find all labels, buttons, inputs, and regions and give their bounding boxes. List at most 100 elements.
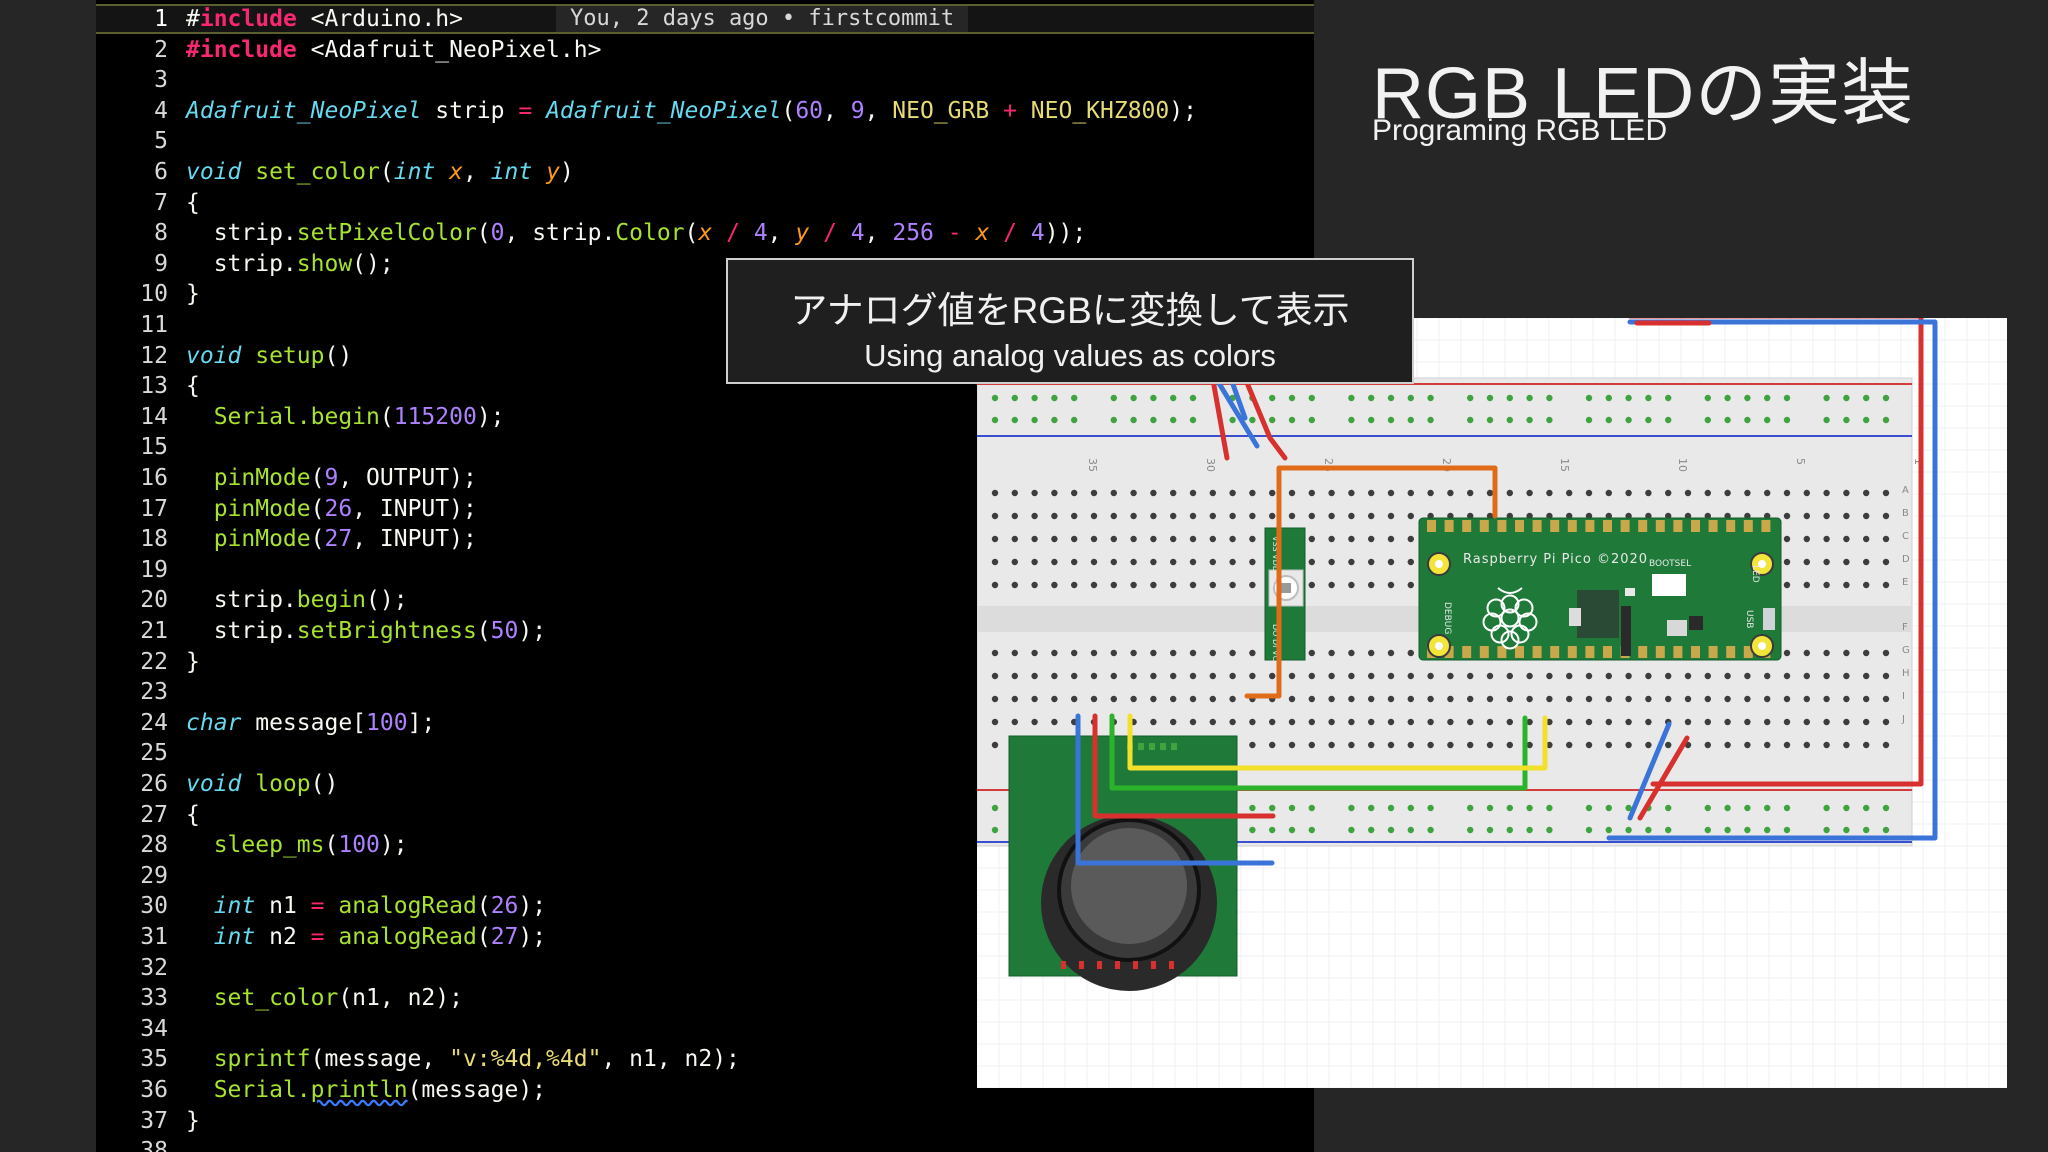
- code-line[interactable]: 10}: [96, 279, 200, 310]
- hole: [1526, 741, 1533, 749]
- hole: [1744, 741, 1751, 749]
- code-line[interactable]: 15: [96, 432, 186, 463]
- code-line[interactable]: 8 strip.setPixelColor(0, strip.Color(x /…: [96, 218, 1086, 249]
- hole: [1368, 535, 1375, 543]
- code-line[interactable]: 32: [96, 953, 186, 984]
- code-line[interactable]: 25: [96, 738, 186, 769]
- hole: [1229, 695, 1236, 703]
- hole: [1407, 695, 1414, 703]
- code-line[interactable]: 38: [96, 1136, 186, 1152]
- hole: [1823, 718, 1830, 726]
- hole: [1328, 581, 1335, 589]
- code-line[interactable]: 28 sleep_ms(100);: [96, 830, 407, 861]
- code-line[interactable]: 29: [96, 861, 186, 892]
- code-token: setPixelColor: [296, 220, 477, 247]
- hole: [1031, 718, 1038, 726]
- code-line[interactable]: 9 strip.show();: [96, 249, 394, 280]
- code-line[interactable]: 21 strip.setBrightness(50);: [96, 616, 546, 647]
- code-line[interactable]: 27{: [96, 800, 200, 831]
- code-token: (: [476, 220, 491, 247]
- hole: [1288, 826, 1296, 834]
- code-line[interactable]: 36 Serial.println(message);: [96, 1075, 546, 1106]
- code-line[interactable]: 17 pinMode(26, INPUT);: [96, 494, 477, 525]
- hole: [1882, 558, 1890, 566]
- hole: [1823, 672, 1830, 680]
- code-line[interactable]: 5: [96, 126, 186, 157]
- code-line[interactable]: 3: [96, 65, 186, 96]
- code-line[interactable]: 7{: [96, 188, 200, 219]
- code-line[interactable]: 35 sprintf(message, "v:%4d,%4d", n1, n2)…: [96, 1044, 740, 1075]
- pico-pin: [1532, 520, 1542, 532]
- code-line[interactable]: 33 set_color(n1, n2);: [96, 983, 463, 1014]
- hole: [1229, 672, 1236, 680]
- code-line[interactable]: 11: [96, 310, 186, 341]
- hole: [1843, 672, 1850, 680]
- code-line[interactable]: 1#include <Arduino.h>: [96, 4, 463, 35]
- code-line[interactable]: 19: [96, 555, 186, 586]
- code-text: #include <Adafruit_NeoPixel.h>: [186, 37, 601, 63]
- code-line[interactable]: 14 Serial.begin(115200);: [96, 402, 504, 433]
- code-line[interactable]: 16 pinMode(9, OUTPUT);: [96, 463, 477, 494]
- hole: [1209, 512, 1216, 520]
- hole: [1645, 489, 1652, 497]
- slide-title: RGB LEDの実装: [1372, 54, 1915, 134]
- mount-hole-center: [1435, 642, 1443, 650]
- hole: [1189, 695, 1197, 703]
- code-line[interactable]: 31 int n2 = analogRead(27);: [96, 922, 546, 953]
- code-line[interactable]: 22}: [96, 647, 200, 678]
- hole: [1288, 672, 1296, 680]
- hole: [1328, 489, 1335, 497]
- line-number: 33: [140, 985, 168, 1012]
- code-token: }: [186, 1107, 200, 1134]
- hole: [1407, 718, 1414, 726]
- line-number: 30: [140, 893, 168, 920]
- row-letter: C: [1902, 531, 1909, 542]
- code-line[interactable]: 34: [96, 1014, 186, 1045]
- hole: [1209, 581, 1216, 589]
- hole: [1407, 394, 1414, 402]
- hole: [1863, 741, 1870, 749]
- hole: [1051, 718, 1058, 726]
- hole: [1447, 718, 1454, 726]
- code-line[interactable]: 20 strip.begin();: [96, 585, 407, 616]
- code-line[interactable]: 2#include <Adafruit_NeoPixel.h>: [96, 35, 601, 66]
- hole: [1368, 416, 1375, 424]
- code-token: (n1, n2);: [338, 985, 463, 1012]
- code-line[interactable]: 37}: [96, 1106, 200, 1137]
- hole: [1843, 416, 1850, 424]
- line-number: 27: [140, 801, 168, 828]
- hole: [1427, 672, 1434, 680]
- code-token: (message);: [407, 1077, 547, 1103]
- code-line[interactable]: 30 int n1 = analogRead(26);: [96, 891, 546, 922]
- code-line[interactable]: 13{: [96, 371, 200, 402]
- code-token: analogRead: [324, 893, 477, 920]
- git-blame-annotation: You, 2 days ago • firstcommit: [556, 6, 969, 32]
- joystick-smd: [1133, 961, 1138, 969]
- pico-pin: [1532, 646, 1542, 658]
- hole: [1189, 489, 1197, 497]
- hole: [1843, 741, 1850, 749]
- hole: [1348, 416, 1355, 424]
- hole: [1764, 741, 1771, 749]
- hole: [1387, 718, 1395, 726]
- hole: [1269, 718, 1276, 726]
- code-text: void setup(): [186, 343, 352, 369]
- caption-japanese: アナログ値をRGBに変換して表示: [790, 290, 1350, 331]
- hole: [1863, 672, 1870, 680]
- hole: [1823, 581, 1830, 589]
- code-line[interactable]: 23: [96, 677, 186, 708]
- code-line[interactable]: 18 pinMode(27, INPUT);: [96, 524, 477, 555]
- code-token: y: [532, 159, 560, 185]
- joystick-smd: [1115, 961, 1120, 969]
- hole: [1546, 741, 1553, 749]
- hole: [1031, 695, 1038, 703]
- code-token: {: [186, 373, 200, 400]
- hole: [1447, 741, 1454, 749]
- code-token: ): [559, 159, 574, 185]
- hole: [1189, 649, 1197, 657]
